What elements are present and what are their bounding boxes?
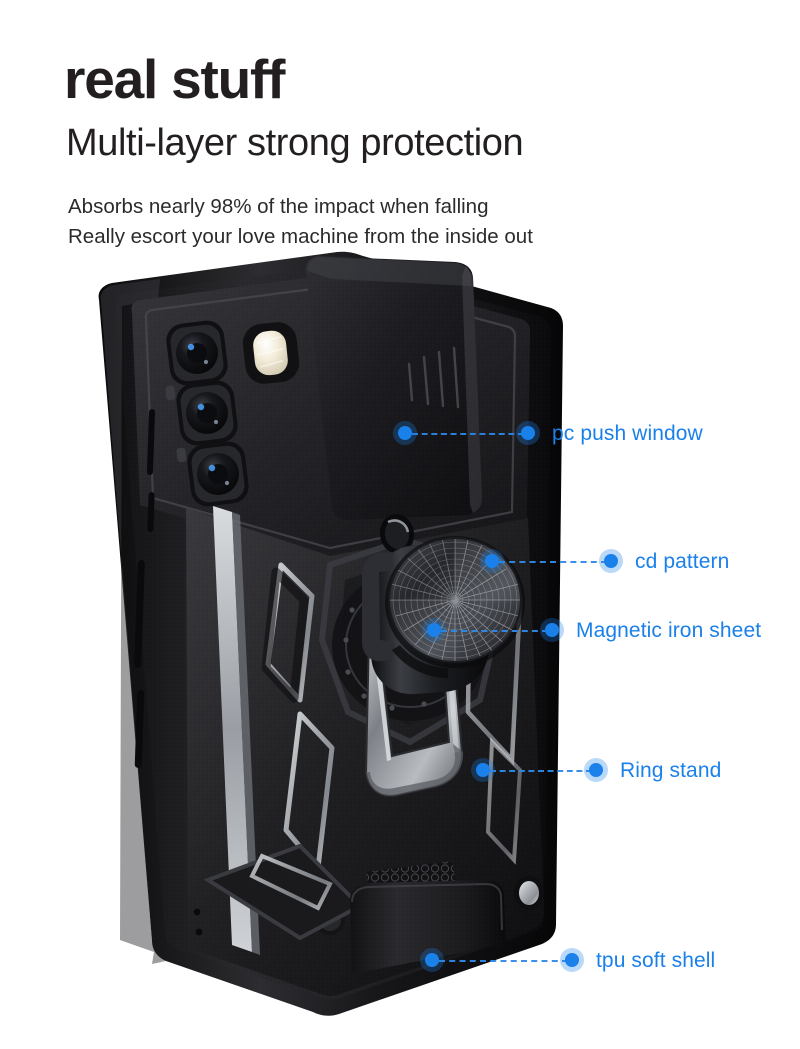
pc-push-window-cover <box>305 256 482 520</box>
side-button-cutouts <box>134 409 156 768</box>
anchor-dot-icon <box>476 763 490 777</box>
callout-label-tpu-soft-shell: tpu soft shell <box>596 948 716 972</box>
armor-facet-shadows <box>261 567 309 703</box>
leader-line-ring-stand <box>490 770 592 772</box>
sensor-nub-1 <box>165 385 176 401</box>
callout-label-ring-stand: Ring stand <box>620 758 722 782</box>
camera-lens-3 <box>187 441 249 507</box>
body-line-1: Absorbs nearly 98% of the impact when fa… <box>68 195 489 218</box>
callout-label-magnetic-iron-sheet: Magnetic iron sheet <box>576 618 762 642</box>
cover-grip-ridges <box>407 346 460 409</box>
callout-dot-icon <box>589 763 603 777</box>
leader-line-tpu-soft-shell <box>439 960 568 962</box>
led-flash <box>242 322 300 384</box>
leader-line-magnetic-iron-sheet <box>441 630 548 632</box>
camera-lens-2 <box>176 380 238 446</box>
camera-module <box>165 320 300 507</box>
anchor-dot-icon <box>425 953 439 967</box>
anchor-dot-icon <box>427 623 441 637</box>
leader-line-cd-pattern <box>499 561 607 563</box>
anchor-dot-icon <box>398 426 412 440</box>
anchor-dot-icon <box>485 554 499 568</box>
leader-line-pc-push-window <box>412 433 524 435</box>
callout-dot-icon <box>545 623 559 637</box>
sensor-nub-2 <box>176 447 187 463</box>
callout-dot-icon <box>565 953 579 967</box>
ring-pivot-cutout <box>379 514 415 554</box>
speaker-cutouts <box>193 908 203 936</box>
callout-dot-icon <box>604 554 618 568</box>
body-text: Absorbs nearly 98% of the impact when fa… <box>68 192 533 252</box>
body-line-2: Really escort your love machine from the… <box>68 225 533 248</box>
ring-clip-arm <box>362 552 394 662</box>
armor-pill-port <box>514 876 544 910</box>
page-title: real stuff <box>64 48 285 110</box>
callout-label-pc-push-window: pc push window <box>552 421 703 445</box>
camera-lens-1 <box>166 320 228 386</box>
silver-rail-left <box>213 506 252 952</box>
callout-label-cd-pattern: cd pattern <box>635 549 730 573</box>
callout-dot-icon <box>521 426 535 440</box>
page-subtitle: Multi-layer strong protection <box>66 122 524 164</box>
